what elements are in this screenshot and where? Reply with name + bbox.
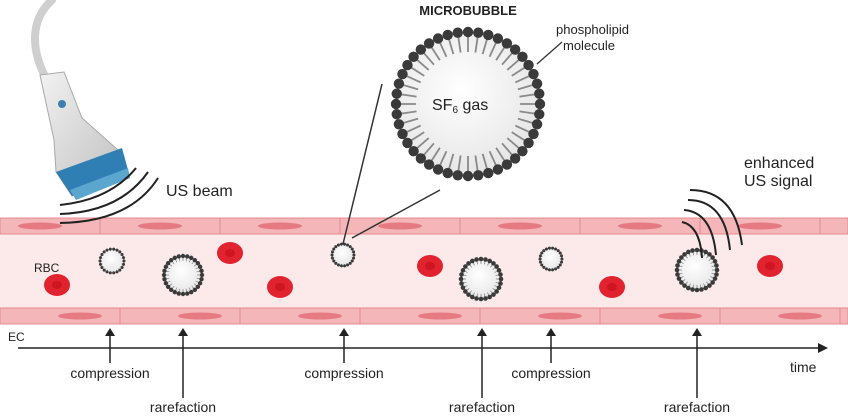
probe-band [56,148,128,196]
endothelial-nucleus [178,312,222,320]
gas-label: SF6 gas [432,97,488,116]
zoom-line-right [351,189,441,239]
endothelial-nucleus [58,312,102,320]
ec-label: EC [8,330,25,344]
endothelial-nucleus [498,222,542,230]
endothelial-nucleus [138,222,182,230]
endothelial-nucleus [618,222,662,230]
red-blood-cell-center [225,249,235,257]
enhanced-label-line1: enhanced [744,155,814,172]
enhanced-label-line2: US signal [744,173,812,190]
phase-label: compression [511,365,590,381]
endothelial-nucleus [298,312,342,320]
microbubble-title: MICROBUBBLE [419,3,517,18]
phospholipid-label-line2: molecule [563,38,615,53]
microbubble-compressed [98,247,126,275]
microbubble-expanded [458,256,504,302]
zoom-line-left [342,83,383,245]
phase-arrow-head [692,328,702,336]
endothelial-nucleus [18,222,62,230]
endothelial-nucleus [378,222,422,230]
ultrasound-probe-icon [31,0,130,200]
microbubble-large-shell [390,26,546,182]
probe-tip [70,168,130,200]
phase-label: compression [304,365,383,381]
endothelial-nucleus [738,222,782,230]
endothelial-nucleus [258,222,302,230]
us-beam-label: US beam [166,183,233,200]
phase-arrow-head [339,328,349,336]
endothelial-nucleus [658,312,702,320]
microbubble-compressed [538,246,564,272]
phase-label: rarefaction [664,399,730,415]
red-blood-cell-center [425,262,435,270]
red-blood-cell-center [765,262,775,270]
us-beam-waves [59,167,159,224]
endothelial-nucleus [778,312,822,320]
phase-label: rarefaction [150,399,216,415]
time-label: time [790,359,817,375]
phase-arrows: compression rarefaction compression rarefac… [70,328,730,415]
phase-label: compression [70,365,149,381]
phase-arrow-head [477,328,487,336]
red-blood-cell-center [607,283,617,291]
microbubble-expanded [674,247,720,293]
phospholipid-pointer [536,41,563,65]
enhanced-signal-waves [681,189,743,259]
endothelial-cells [18,218,841,324]
phase-label: rarefaction [449,399,515,415]
vessel-top-wall [0,217,848,235]
vessel-microbubbles [98,242,720,302]
microbubble-expanded [161,253,205,297]
time-axis [18,343,828,353]
endothelial-nucleus [538,312,582,320]
microbubble-large [390,26,546,182]
phase-arrow-head [105,328,115,336]
endothelial-nucleus [418,312,462,320]
phospholipid-label-line1: phospholipid [556,22,629,37]
probe-button [58,100,66,108]
microbubble-compressed [330,242,356,268]
probe-cable [31,0,56,86]
phase-arrow-head [546,328,556,336]
red-blood-cell-center [52,281,62,289]
phase-arrow-head [178,328,188,336]
red-blood-cells [44,242,783,298]
rbc-label: RBC [34,261,60,275]
red-blood-cell-center [275,283,285,291]
